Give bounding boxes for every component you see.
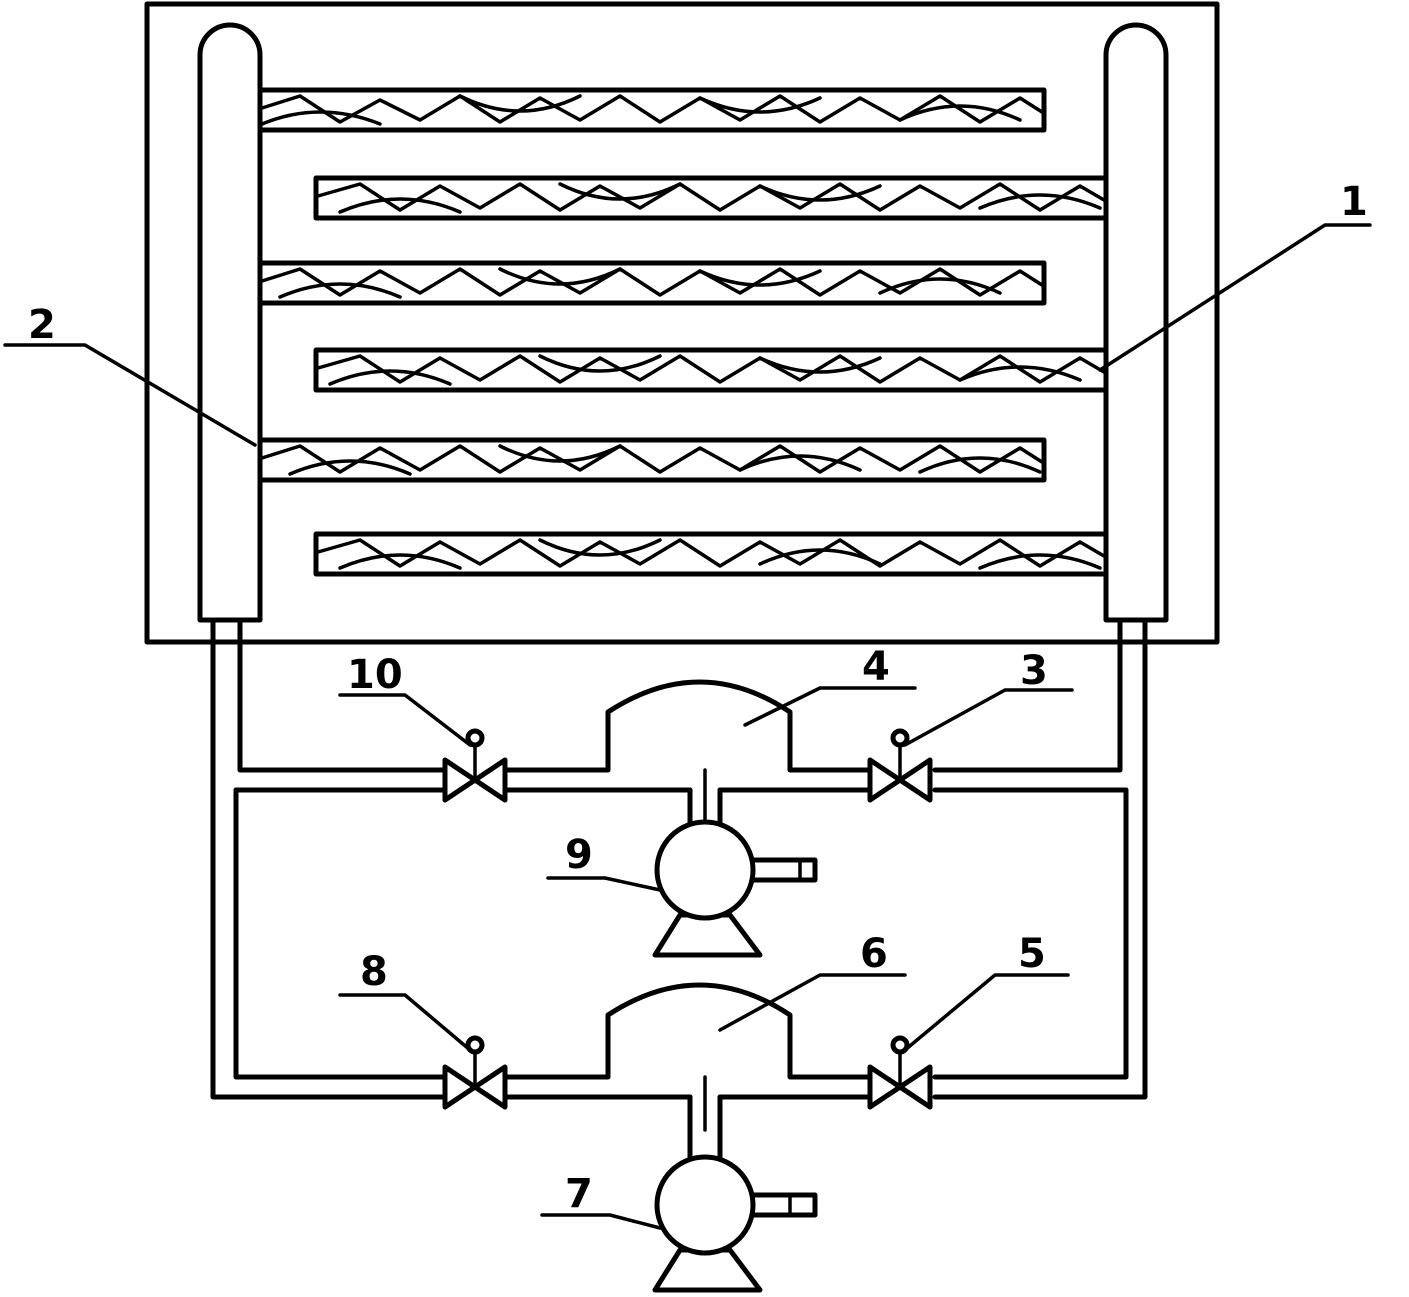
finned-tube-5: [257, 437, 1047, 483]
label-9: 9: [565, 832, 593, 878]
right-header-tube: [1103, 22, 1169, 623]
finned-tube-3: [257, 260, 1047, 306]
finned-tube-2: [313, 175, 1109, 221]
label-6: 6: [860, 931, 888, 977]
finned-tube-1: [257, 87, 1047, 133]
outer-housing: [144, 1, 1220, 645]
valve-8: [442, 1035, 508, 1110]
finned-tube-6: [313, 531, 1109, 577]
label-3: 3: [1020, 648, 1048, 694]
label-4: 4: [862, 644, 890, 690]
finned-tube-4: [313, 347, 1109, 393]
label-8: 8: [360, 949, 388, 995]
left-header-tube: [197, 22, 263, 623]
pump-7: [652, 1154, 818, 1293]
label-10: 10: [347, 652, 403, 698]
pump-9: [652, 819, 818, 958]
piping: [210, 617, 1148, 1163]
valve-3: [867, 728, 933, 803]
label-7: 7: [565, 1171, 593, 1217]
label-1: 1: [1340, 179, 1368, 225]
valve-5: [867, 1035, 933, 1110]
label-5: 5: [1018, 931, 1046, 977]
valve-10: [442, 728, 508, 803]
label-2: 2: [28, 302, 56, 348]
leader-lines: [3, 223, 1372, 1230]
